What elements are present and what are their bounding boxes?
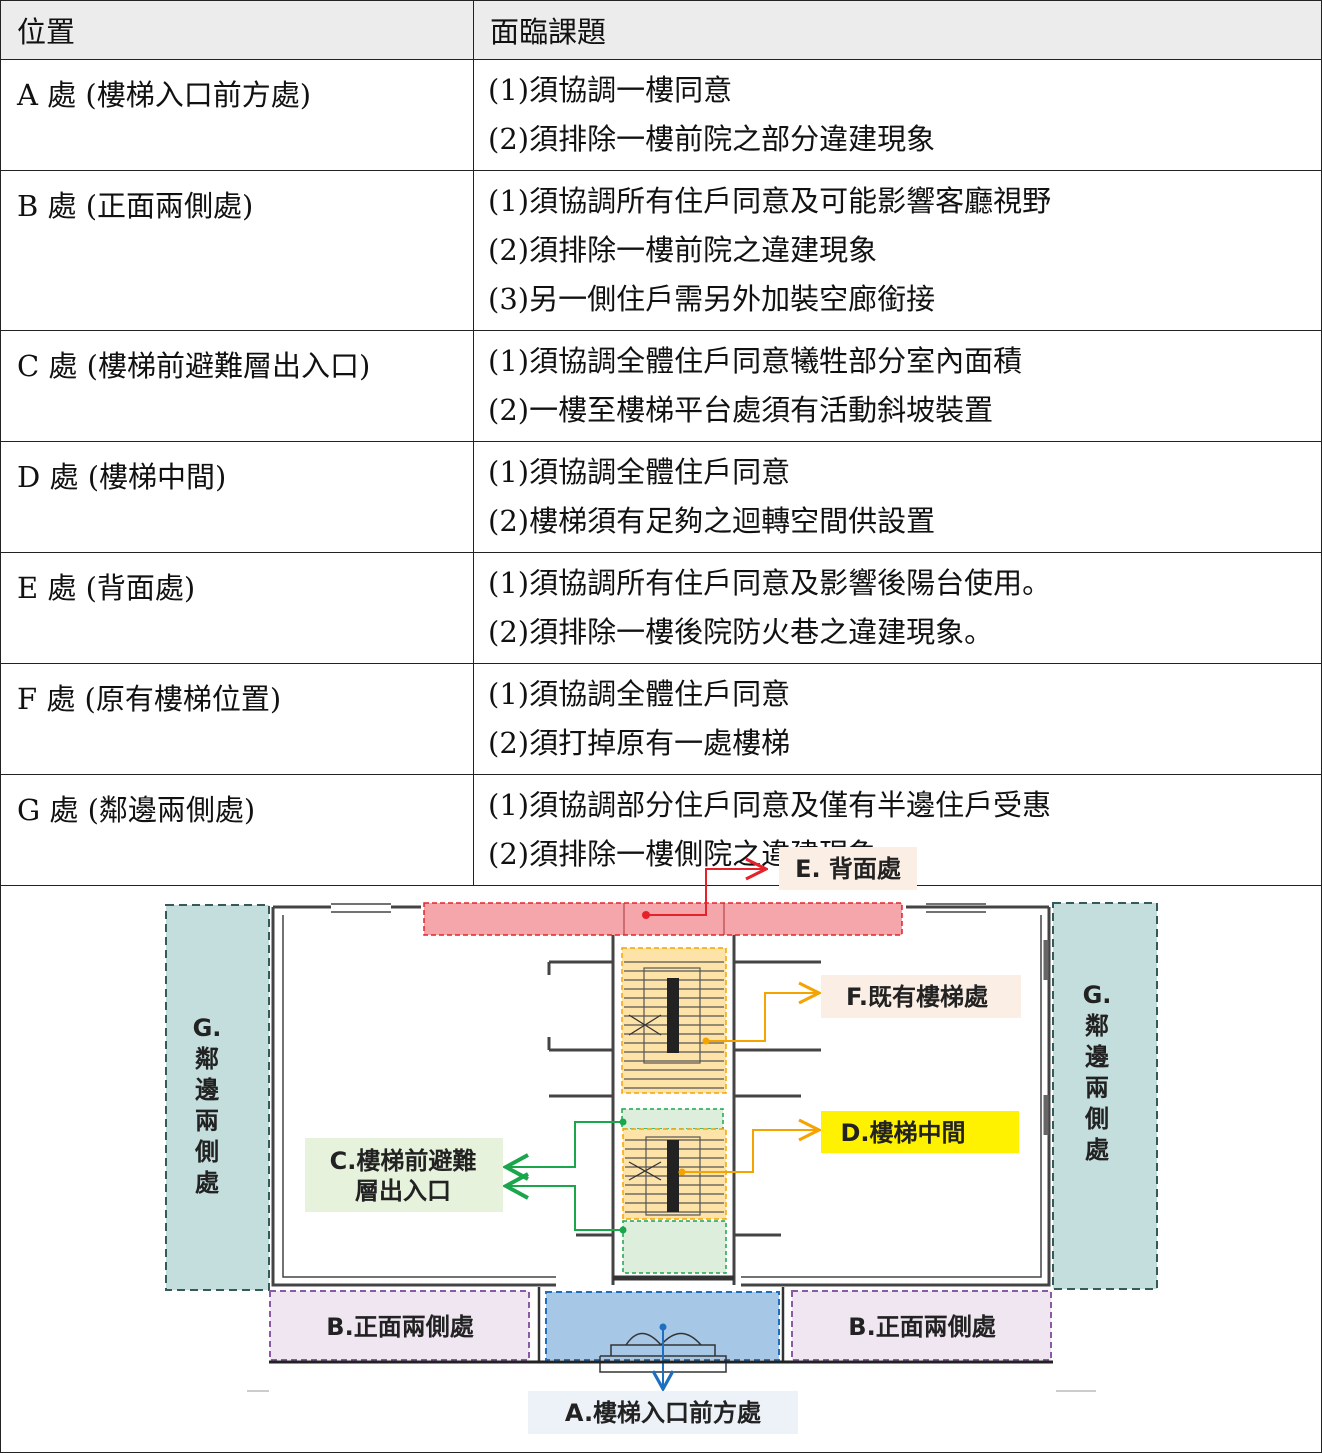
zone-c-lower xyxy=(622,1220,727,1274)
label-g-char: 側 xyxy=(194,1138,219,1166)
issue-item: (1)須協調所有住戶同意及可能影響客廳視野 xyxy=(488,184,1052,218)
position-cell: G 處 (鄰邊兩側處) xyxy=(0,774,474,886)
position-cell: D 處 (樓梯中間) xyxy=(0,441,474,553)
label-g-char: 鄰 xyxy=(195,1045,219,1073)
table-body: A 處 (樓梯入口前方處) (1)須協調一樓同意 (2)須排除一樓前院之部分違建現象… xyxy=(0,59,1322,886)
issues-cell: (1)須協調全體住戶同意 (2)須打掉原有一處樓梯 xyxy=(473,663,1322,775)
issues-cell: (1)須協調全體住戶同意犧牲部分室內面積 (2)一樓至樓梯平台處須有活動斜坡裝置 xyxy=(473,330,1322,442)
label-g-char: 兩 xyxy=(195,1107,219,1135)
issues-cell: (1)須協調所有住戶同意及可能影響客廳視野 (2)須排除一樓前院之違建現象 (3)另… xyxy=(473,170,1322,331)
table-row: B 處 (正面兩側處) (1)須協調所有住戶同意及可能影響客廳視野 (2)須排除一樓… xyxy=(0,170,1322,331)
issue-item: (2)一樓至樓梯平台處須有活動斜坡裝置 xyxy=(488,393,994,427)
label-f: F.既有樓梯處 xyxy=(846,983,988,1011)
label-b-right: B.正面兩側處 xyxy=(848,1313,995,1341)
position-cell: A 處 (樓梯入口前方處) xyxy=(0,59,474,171)
header-position: 位置 xyxy=(0,0,474,60)
zone-b-left-rect xyxy=(269,1290,530,1361)
building-walls xyxy=(271,903,1051,1287)
zone-d xyxy=(622,1129,819,1220)
label-g-char: 邊 xyxy=(1085,1043,1109,1071)
zone-e-leader xyxy=(646,869,766,916)
position-cell: E 處 (背面處) xyxy=(0,552,474,664)
table-row: E 處 (背面處) (1)須協調所有住戶同意及影響後陽台使用。 (2)須排除一樓後院… xyxy=(0,552,1322,664)
zone-b-right-rect xyxy=(791,1290,1052,1361)
label-c-line1: C.樓梯前避難 xyxy=(330,1147,477,1175)
label-g-char: 側 xyxy=(1084,1105,1109,1133)
label-e: E. 背面處 xyxy=(795,855,901,883)
zone-f-leader xyxy=(706,993,819,1042)
issue-item: (1)須協調一樓同意 xyxy=(488,73,733,107)
label-c-line2: 層出入口 xyxy=(355,1177,451,1205)
issue-item: (1)須協調全體住戶同意犧牲部分室內面積 xyxy=(488,344,1023,378)
zone-e xyxy=(423,869,903,936)
issues-cell: (1)須協調所有住戶同意及影響後陽台使用。 (2)須排除一樓後院防火巷之違建現象。 xyxy=(473,552,1322,664)
issues-cell: (1)須協調全體住戶同意 (2)樓梯須有足夠之迴轉空間供設置 xyxy=(473,441,1322,553)
issue-item: (2)須排除一樓前院之部分違建現象 xyxy=(488,122,936,156)
table-row: F 處 (原有樓梯位置) (1)須協調全體住戶同意 (2)須打掉原有一處樓梯 xyxy=(0,663,1322,775)
label-g-char: G. xyxy=(1083,981,1112,1009)
label-g-char: G. xyxy=(193,1014,222,1042)
label-g-char: 鄰 xyxy=(1085,1012,1109,1040)
zone-b-left xyxy=(269,1290,530,1361)
table-header-row: 位置 面臨課題 xyxy=(0,0,1322,60)
label-g-char: 處 xyxy=(195,1169,219,1197)
label-g-char: 邊 xyxy=(195,1076,219,1104)
label-g-char: 處 xyxy=(1085,1136,1109,1164)
zone-g-left-rect xyxy=(165,904,270,1291)
issue-item: (2)須排除一樓後院防火巷之違建現象。 xyxy=(488,615,994,649)
position-cell: F 處 (原有樓梯位置) xyxy=(0,663,474,775)
zone-e-rect xyxy=(423,902,903,936)
zone-c xyxy=(506,1108,727,1274)
issue-item: (2)須打掉原有一處樓梯 xyxy=(488,726,791,760)
zone-g-left xyxy=(165,904,270,1291)
issues-table: 位置 面臨課題 A 處 (樓梯入口前方處) (1)須協調一樓同意 (2)須排除一樓前… xyxy=(0,0,1322,886)
label-g-right: G. 鄰邊兩側處 xyxy=(1083,981,1112,1164)
position-cell: B 處 (正面兩側處) xyxy=(0,170,474,331)
zone-f xyxy=(621,947,819,1094)
label-d: D.樓梯中間 xyxy=(840,1119,965,1147)
zone-g-right xyxy=(1052,902,1158,1290)
zone-g-right-rect xyxy=(1052,902,1158,1290)
header-issues: 面臨課題 xyxy=(473,0,1322,60)
issue-item: (3)另一側住戶需另外加裝空廊銜接 xyxy=(488,282,936,316)
issues-cell: (1)須協調一樓同意 (2)須排除一樓前院之部分違建現象 xyxy=(473,59,1322,171)
issue-item: (2)樓梯須有足夠之迴轉空間供設置 xyxy=(488,504,936,538)
zone-b-right xyxy=(791,1290,1052,1361)
position-cell: C 處 (樓梯前避難層出入口) xyxy=(0,330,474,442)
floor-plan-diagram: E. 背面處 F.既有樓梯處 D.樓梯中間 C.樓梯前避難 層出入口 B.正面兩… xyxy=(0,838,1322,1453)
zone-a xyxy=(537,1287,785,1393)
zone-d-leader xyxy=(682,1130,819,1173)
issue-item: (2)須排除一樓前院之違建現象 xyxy=(488,233,878,267)
label-b-left: B.正面兩側處 xyxy=(326,1313,473,1341)
label-g-char: 兩 xyxy=(1085,1074,1109,1102)
label-a: A.樓梯入口前方處 xyxy=(565,1399,761,1427)
zone-c-upper xyxy=(621,1108,724,1130)
issue-item: (1)須協調全體住戶同意 xyxy=(488,455,791,489)
table-row: A 處 (樓梯入口前方處) (1)須協調一樓同意 (2)須排除一樓前院之部分違建現象 xyxy=(0,59,1322,171)
zone-c-leader-2 xyxy=(506,1186,623,1231)
issue-item: (1)須協調所有住戶同意及影響後陽台使用。 xyxy=(488,566,1052,600)
table-row: D 處 (樓梯中間) (1)須協調全體住戶同意 (2)樓梯須有足夠之迴轉空間供設置 xyxy=(0,441,1322,553)
label-g-left: G. 鄰邊兩側處 xyxy=(193,1014,222,1197)
zone-c-leader-1 xyxy=(506,1121,623,1167)
issue-item: (1)須協調部分住戶同意及僅有半邊住戶受惠 xyxy=(488,788,1052,822)
table-row: C 處 (樓梯前避難層出入口) (1)須協調全體住戶同意犧牲部分室內面積 (2)一樓… xyxy=(0,330,1322,442)
issue-item: (1)須協調全體住戶同意 xyxy=(488,677,791,711)
